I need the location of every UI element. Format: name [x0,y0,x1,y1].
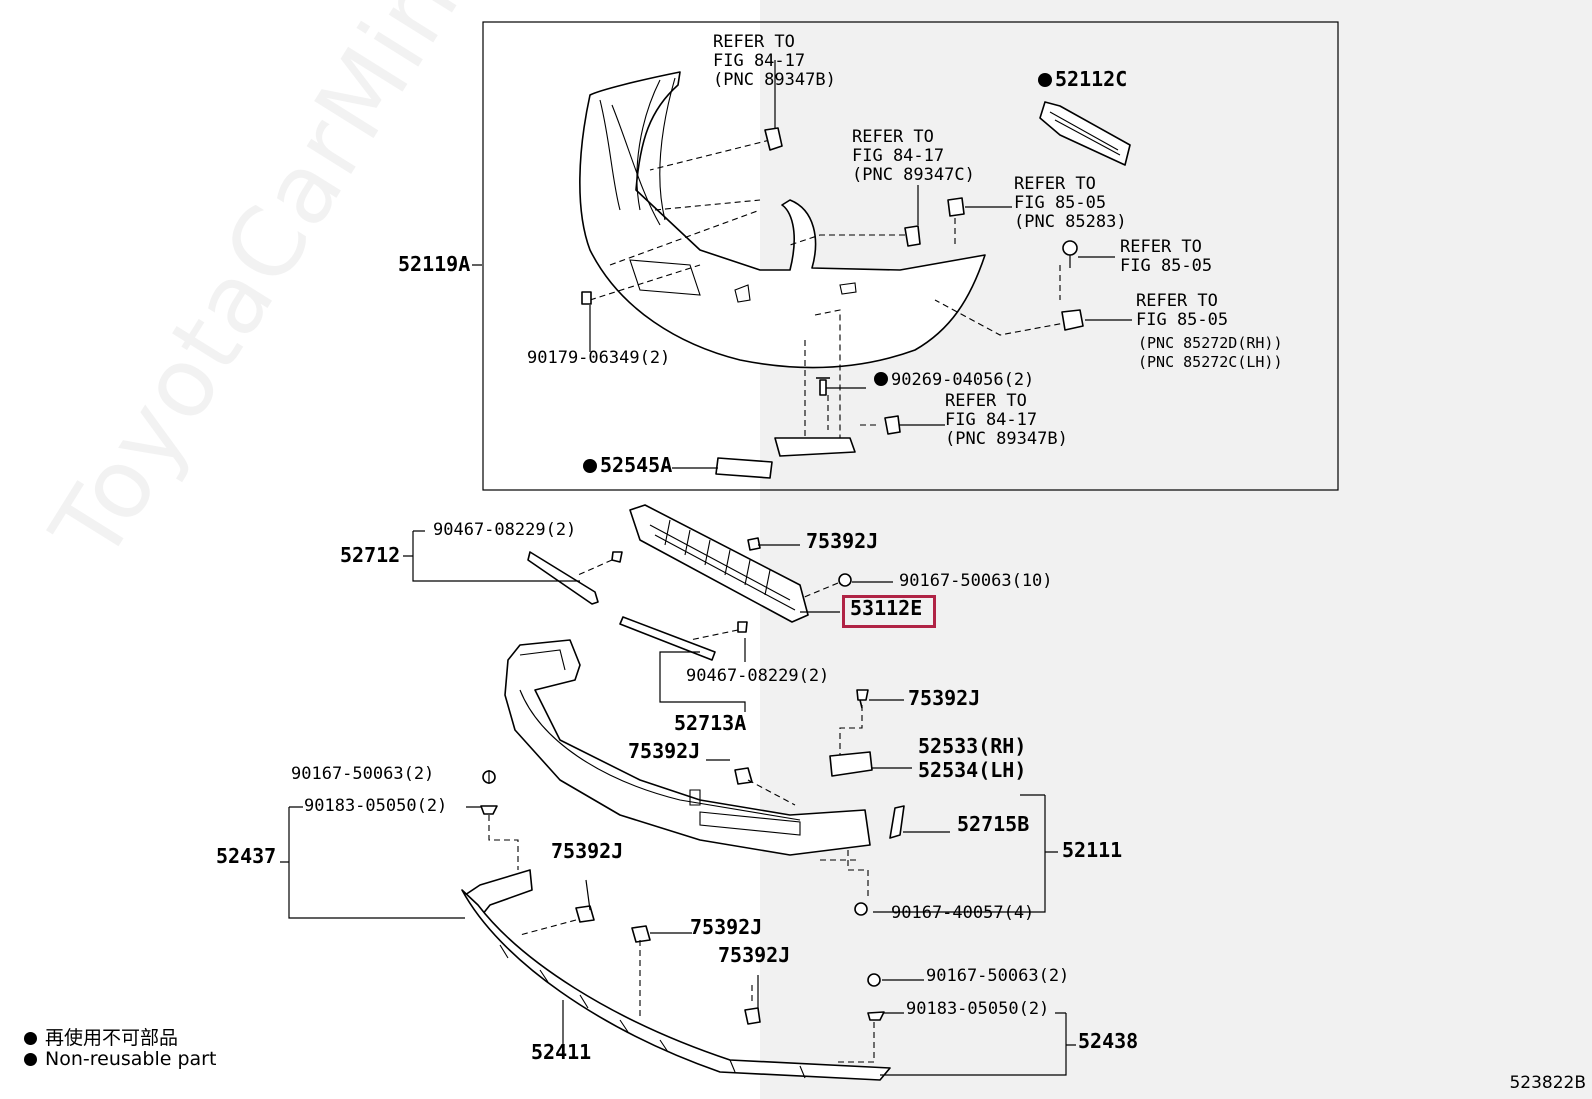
non-reusable-dot-icon [24,1032,37,1045]
part-label-52438: 52438 [1078,1029,1139,1053]
part-label-75392j-5: 75392J [690,915,763,939]
clip-75392j-5 [631,925,651,943]
part-label-75392j-4: 75392J [551,839,624,863]
part-label-90183-05050-b: 90183-05050(2) [906,999,1050,1019]
screw-90167-10 [838,573,852,587]
part-label-52713a: 52713A [674,711,747,735]
part-label-75392j-3: 75392J [628,739,701,763]
part-label-52712: 52712 [340,543,401,567]
clip-90183-a [480,805,498,815]
spoiler-lower-52411 [461,889,891,1081]
clip-90467-a [611,551,623,563]
screw-90167-40057 [854,902,868,916]
bumper-lower-52111 [504,639,871,856]
non-reusable-dot-icon [874,372,888,386]
ref-label-fig-85-05-b: REFER TO FIG 85-05 [1136,291,1229,330]
highlight-box-53112e [842,595,936,628]
part-label-52119a: 52119A [398,252,471,276]
clip-75392j-6 [744,1007,761,1025]
part-label-90179-06349: 90179-06349(2) [527,348,671,368]
background-panel [760,0,1592,1099]
ref-label-85272: (PNC 85272D(RH)) (PNC 85272C(LH)) [1138,334,1283,371]
clip-75392j-4 [575,905,595,923]
lamp-bracket-85272 [1061,309,1084,331]
part-label-52112c: 52112C [1038,69,1127,89]
diagram-code: 523822B [1509,1073,1586,1093]
clip-75392j-top [747,537,761,551]
part-label-90167-40057: 90167-40057(4) [891,903,1035,923]
ref-label-85283: REFER TO FIG 85-05 (PNC 85283) [1014,174,1127,232]
clip-90179 [581,291,592,305]
upper-group-frame [482,21,1339,491]
part-label-90467-08229-a: 90467-08229(2) [433,520,577,540]
part-label-90167-50063-2b: 90167-50063(2) [926,966,1070,986]
part-label-90167-50063-2a: 90167-50063(2) [291,764,435,784]
ref-label-89347b-bottom: REFER TO FIG 84-17 (PNC 89347B) [945,391,1068,449]
molding-52712 [527,551,599,605]
part-label-90167-50063-10: 90167-50063(10) [899,571,1053,591]
part-label-90183-05050-a: 90183-05050(2) [304,796,448,816]
clip-75392j-3 [734,767,753,785]
part-label-52111: 52111 [1062,838,1123,862]
clip-89347b-bottom [884,415,901,435]
ref-label-fig-85-05-a: REFER TO FIG 85-05 [1120,237,1213,276]
ref-label-89347c: REFER TO FIG 84-17 (PNC 89347C) [852,127,975,185]
non-reusable-dot-icon [24,1053,37,1066]
bumper-cover-52119a [579,71,986,369]
clip-90467-b [737,621,748,633]
radiator-grille-53112e [629,504,809,623]
bolt-fig-85-05 [1062,240,1078,256]
screw-90269 [816,377,830,396]
screw-90167-50063-2b [867,973,881,987]
clip-89347b-top [764,127,783,151]
part-label-90467-08229-b: 90467-08229(2) [686,666,830,686]
part-label-52437: 52437 [216,844,277,868]
part-label-52533: 52533(RH) [918,734,1027,758]
part-label-53112e[interactable]: 53112E [850,596,923,620]
part-label-75392j-6: 75392J [718,943,791,967]
lower-grille-insert [774,437,856,457]
non-reusable-dot-icon [1038,73,1052,87]
ref-label-89347b-top: REFER TO FIG 84-17 (PNC 89347B) [713,32,836,90]
legend-en: Non-reusable part [24,1048,216,1070]
part-label-52545a: 52545A [583,455,672,475]
part-label-90269-04056: 90269-04056(2) [874,371,1034,390]
part-label-52534: 52534(LH) [918,758,1027,782]
bracket-52533 [829,751,873,777]
bracket-52715b [889,805,905,839]
clip-90183-b [867,1011,885,1021]
part-label-75392j-2: 75392J [908,686,981,710]
part-label-52715b: 52715B [957,812,1030,836]
retainer-52112c [1039,101,1131,166]
legend-jp: 再使用不可部品 [24,1023,178,1050]
part-label-75392j-1: 75392J [806,529,879,553]
bracket-85283 [947,197,965,217]
seal-52545a [715,457,773,479]
non-reusable-dot-icon [583,459,597,473]
molding-52713a [619,616,716,661]
part-label-52411: 52411 [531,1040,592,1064]
clip-89347c [904,225,921,247]
